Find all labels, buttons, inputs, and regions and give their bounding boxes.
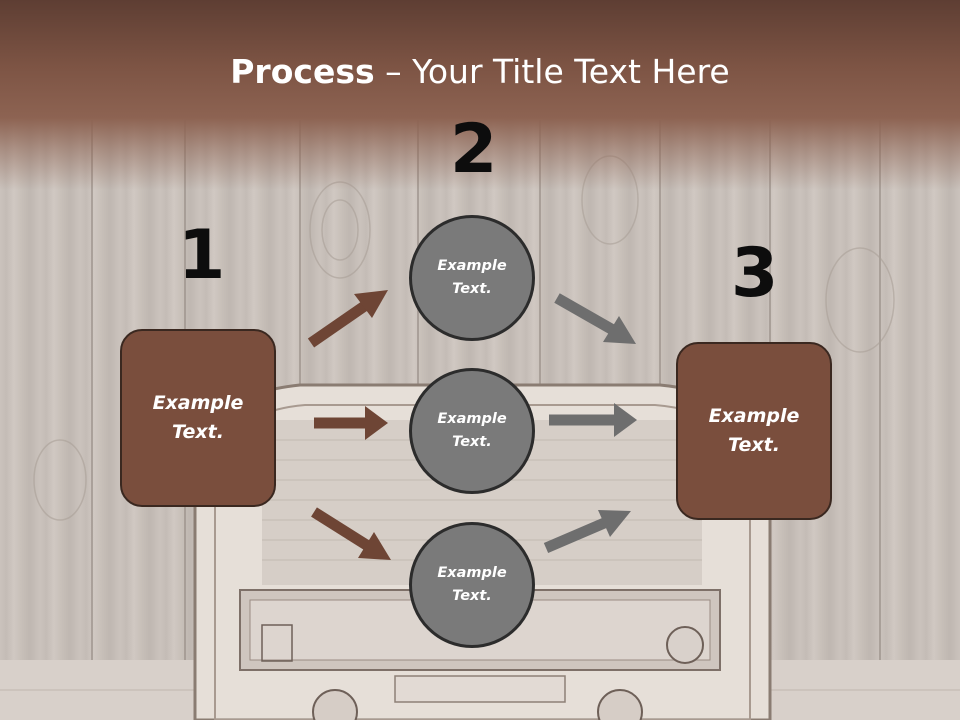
circle-bottom-text: Example Text. bbox=[437, 565, 507, 604]
arrow-bottom-to-right bbox=[543, 510, 631, 554]
slide-title: Process – Your Title Text Here bbox=[0, 52, 960, 91]
circle-middle: Example Text. bbox=[409, 368, 535, 494]
right-step-box: Example Text. bbox=[676, 342, 832, 520]
circle-middle-text: Example Text. bbox=[437, 411, 507, 450]
title-bar bbox=[0, 0, 960, 190]
step-number-1: 1 bbox=[178, 216, 226, 295]
arrow-left-to-middle bbox=[314, 406, 388, 440]
circle-top: Example Text. bbox=[409, 215, 535, 341]
title-rest: – Your Title Text Here bbox=[374, 52, 730, 91]
arrow-top-to-right bbox=[554, 293, 636, 344]
step-number-3: 3 bbox=[731, 234, 779, 313]
circle-top-text: Example Text. bbox=[437, 258, 507, 297]
arrow-left-to-bottom bbox=[311, 507, 391, 560]
title-bold: Process bbox=[230, 52, 375, 91]
circle-bottom: Example Text. bbox=[409, 522, 535, 648]
arrow-middle-to-right bbox=[549, 403, 637, 437]
arrow-left-to-top bbox=[307, 290, 388, 348]
step-number-2: 2 bbox=[450, 110, 498, 189]
left-step-text: Example Text. bbox=[152, 392, 244, 443]
right-step-text: Example Text. bbox=[708, 405, 800, 456]
left-step-box: Example Text. bbox=[120, 329, 276, 507]
